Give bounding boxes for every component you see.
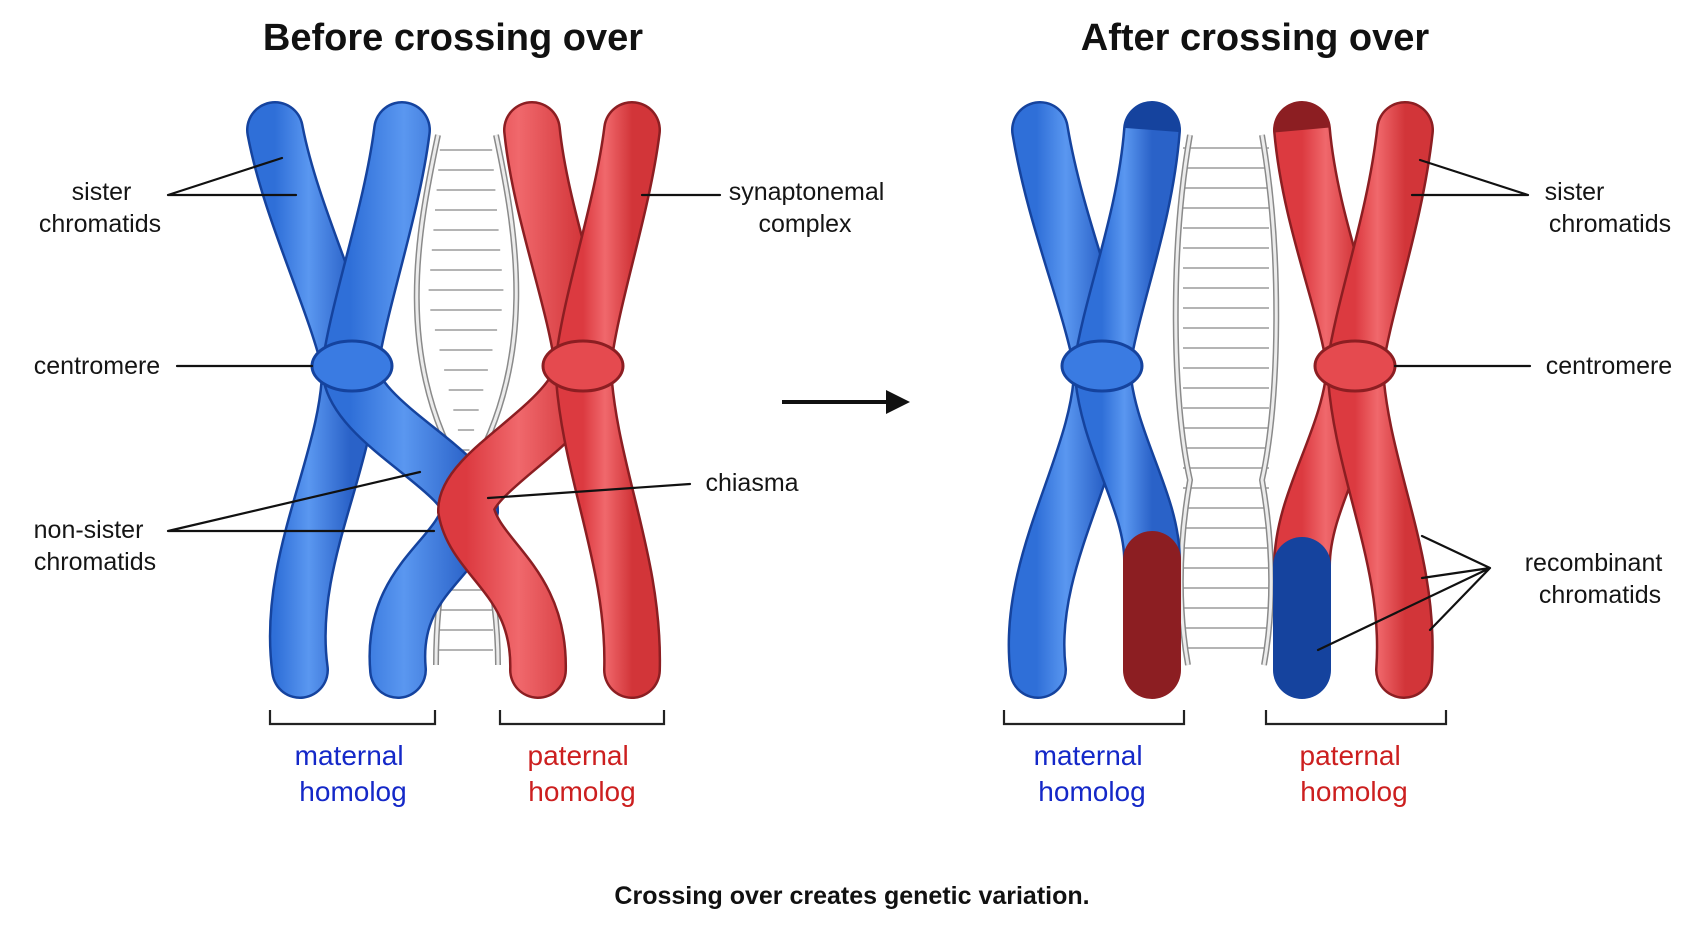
after-panel: sister chromatids centromere recombinant… <box>1002 101 1672 807</box>
after-recombinant-chromatids-leader <box>1316 534 1492 652</box>
before-sister-chromatids-leader <box>166 156 298 197</box>
before-non-sister-chromatids-label: non-sister chromatids <box>34 516 156 576</box>
after-paternal-chromosome <box>1273 101 1434 699</box>
after-maternal-homolog-label: maternal homolog <box>1034 740 1151 807</box>
after-recombinant-chromatids-label: recombinant chromatids <box>1525 549 1670 609</box>
before-paternal-chromosome <box>436 101 662 699</box>
after-title: After crossing over <box>1081 17 1430 59</box>
before-panel: sister chromatids centromere non-sister … <box>34 101 892 807</box>
before-synaptonemal-complex-label: synaptonemal complex <box>729 178 892 238</box>
before-maternal-centromere <box>310 339 394 393</box>
after-ladder-rungs <box>1183 147 1269 649</box>
before-centromere-label: centromere <box>34 352 160 380</box>
before-maternal-chromosome <box>246 101 500 699</box>
after-synaptonemal-complex <box>1172 134 1280 666</box>
after-centromere-label: centromere <box>1546 352 1672 380</box>
before-chiasma-label: chiasma <box>705 469 798 497</box>
before-chiasma-leader <box>486 482 692 500</box>
before-sister-chromatids-label: sister chromatids <box>39 178 161 238</box>
after-maternal-bracket <box>1002 710 1186 726</box>
after-maternal-chromosome <box>1007 101 1181 699</box>
before-non-sister-chromatids-leader <box>166 470 436 533</box>
after-paternal-centromere <box>1313 339 1397 393</box>
before-maternal-bracket <box>268 710 437 726</box>
before-title: Before crossing over <box>263 17 643 59</box>
before-ladder-rungs <box>428 149 504 651</box>
before-maternal-homolog-label: maternal homolog <box>295 740 412 807</box>
before-paternal-centromere <box>541 339 625 393</box>
right-arrow-icon <box>782 390 910 414</box>
caption: Crossing over creates genetic variation. <box>614 882 1089 910</box>
after-paternal-homolog-label: paternal homolog <box>1300 740 1409 807</box>
before-paternal-homolog-label: paternal homolog <box>528 740 637 807</box>
after-sister-chromatids-leader <box>1410 158 1530 197</box>
after-paternal-bracket <box>1264 710 1448 726</box>
after-sister-chromatids-label: sister chromatids <box>1545 178 1671 238</box>
before-paternal-bracket <box>498 710 666 726</box>
after-maternal-centromere <box>1060 339 1144 393</box>
